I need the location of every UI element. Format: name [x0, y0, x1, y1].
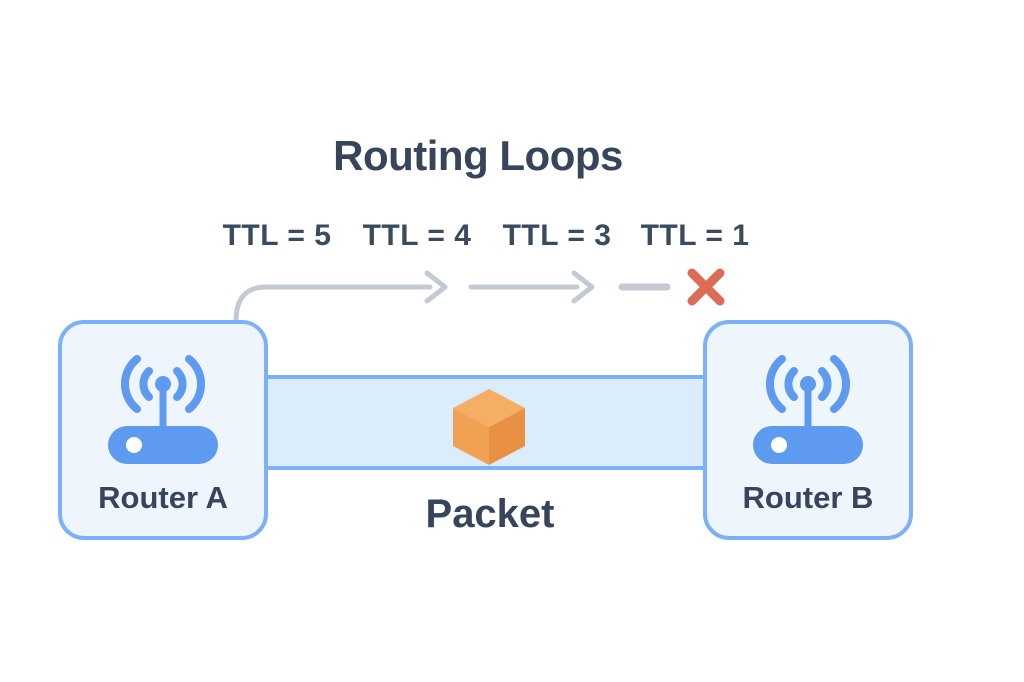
router-led	[771, 437, 787, 453]
ttl-label-5: TTL = 5	[222, 219, 332, 252]
ttl-label-4: TTL = 4	[362, 219, 472, 252]
ttl-label-3: TTL = 3	[502, 219, 612, 252]
x-stroke-2	[687, 268, 725, 306]
router-b-node: Router B	[703, 320, 913, 540]
wifi-router-icon	[108, 355, 218, 464]
diagram-title: Routing Loops	[333, 132, 623, 179]
wifi-router-icon	[753, 355, 863, 464]
packet-label: Packet	[425, 492, 555, 536]
hop-arrow-1-head	[424, 270, 448, 304]
antenna-stem	[804, 384, 812, 432]
router-body	[108, 426, 218, 464]
wifi-arc-inner-right	[173, 367, 187, 401]
ttl-label-1: TTL = 1	[640, 219, 750, 252]
hop-arrow-1-shaft	[233, 284, 433, 324]
wifi-arc-outer-left	[121, 355, 141, 413]
router-b-label: Router B	[742, 480, 874, 515]
router-body	[753, 426, 863, 464]
router-a-node: Router A	[58, 320, 268, 540]
antenna-stem	[159, 384, 167, 432]
router-a-label: Router A	[98, 480, 228, 515]
cube-left-face	[453, 408, 489, 465]
wifi-arc-outer-right	[830, 355, 850, 413]
wifi-arc-outer-left	[766, 355, 786, 413]
wifi-arc-inner-left	[139, 367, 153, 401]
wifi-arc-inner-left	[784, 367, 798, 401]
wifi-arc-inner-right	[818, 367, 832, 401]
hop-arrow-2-head	[571, 270, 595, 304]
wifi-arc-outer-right	[185, 355, 205, 413]
cube-right-face	[489, 408, 525, 465]
router-led	[126, 437, 142, 453]
packet-dropped-x-icon	[687, 268, 725, 306]
packet-cube-icon	[453, 389, 525, 465]
